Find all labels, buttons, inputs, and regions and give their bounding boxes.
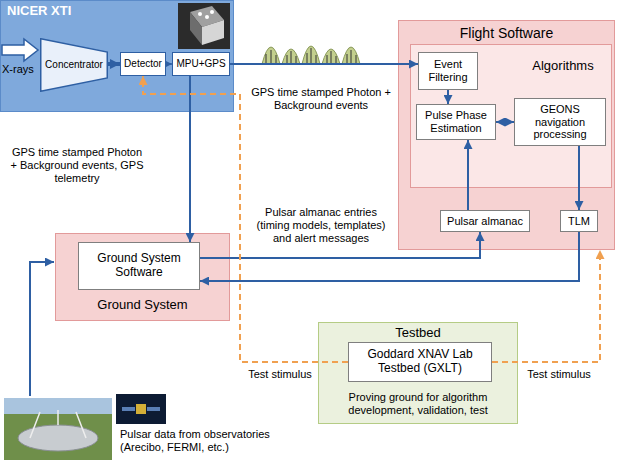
data-connector (447, 90, 449, 104)
satellite-detail (198, 12, 202, 16)
data-connector (108, 62, 120, 66)
data-connector (578, 146, 580, 210)
connector-label: GPS time stamped Photon + Background eve… (10, 146, 144, 185)
process-box: Event Filtering (418, 52, 478, 90)
data-connector (189, 76, 191, 242)
box-label: Goddard XNAV Lab Testbed (GXLT) (352, 348, 488, 376)
pulse-train (262, 46, 360, 64)
processor-box: MPU+GPS (172, 52, 230, 76)
connector-label: GPS time stamped Photon + Background eve… (250, 86, 392, 112)
towers (30, 410, 86, 438)
data-feed-line (30, 262, 54, 396)
satellite-detail (205, 15, 209, 19)
note-label: Pulsar data from observatories (Arecibo,… (120, 428, 290, 454)
radio-telescope-photo (4, 398, 112, 460)
data-box: Pulsar almanac (440, 210, 530, 232)
data-connector (496, 121, 514, 123)
connector-label: Pulsar almanac entries (timing models, t… (250, 206, 392, 245)
process-box: GEONS navigation processing (514, 98, 606, 146)
panel-title: Algorithms (519, 59, 607, 74)
box-label: Detector (124, 58, 162, 70)
box-label: Event Filtering (422, 58, 474, 83)
algorithm-region: Algorithms Event FilteringPulse Phase Est… (410, 44, 612, 188)
box-label: Pulse Phase Estimation (420, 109, 492, 134)
connector-label: Test stimulus (522, 368, 596, 381)
event-ticks (266, 48, 356, 64)
box-label: Concentrator (45, 59, 103, 71)
box-label: Ground System Software (82, 252, 196, 280)
box-label: TLM (568, 215, 590, 228)
detector-box: Detector (120, 52, 166, 76)
solar-panel (147, 407, 160, 411)
data-connector (166, 63, 172, 65)
connector-label: Test stimulus (244, 368, 316, 381)
data-connector (230, 63, 418, 65)
process-box: Pulse Phase Estimation (416, 104, 496, 140)
satellite-picture (178, 3, 230, 49)
box-label: Pulsar almanac (447, 215, 523, 228)
satellite-face (202, 20, 224, 45)
space-telescope-photo (116, 394, 166, 424)
concentrator-shape: Concentrator (40, 38, 108, 92)
software-panel: Flight SoftwareAlgorithms Event Filtering… (398, 20, 615, 250)
software-box: Ground System Software (78, 242, 200, 290)
panel-title: Testbed (319, 326, 517, 341)
satellite-ground (178, 3, 230, 49)
box-label: GEONS navigation processing (518, 103, 602, 141)
panel-title: NICER XTI (7, 4, 127, 19)
testbed-box: Goddard XNAV Lab Testbed (GXLT) (348, 342, 492, 382)
satellite-face (190, 12, 202, 45)
solar-panel (122, 407, 135, 411)
ground-panel: Ground System Ground System Software (55, 233, 230, 321)
data-connector (467, 140, 469, 210)
concentrator-outline (41, 39, 108, 92)
box-label: MPU+GPS (176, 58, 225, 70)
note-label: X-rays (2, 63, 42, 76)
panel-title: Flight Software (399, 25, 614, 41)
panel-note: Proving ground for algorithm development… (325, 391, 511, 416)
spacecraft-body (136, 404, 146, 414)
satellite-detail (210, 10, 214, 14)
panel-title: Ground System (56, 298, 229, 313)
testbed-panel: TestbedProving ground for algorithm deve… (318, 322, 518, 424)
data-box: TLM (560, 210, 598, 232)
